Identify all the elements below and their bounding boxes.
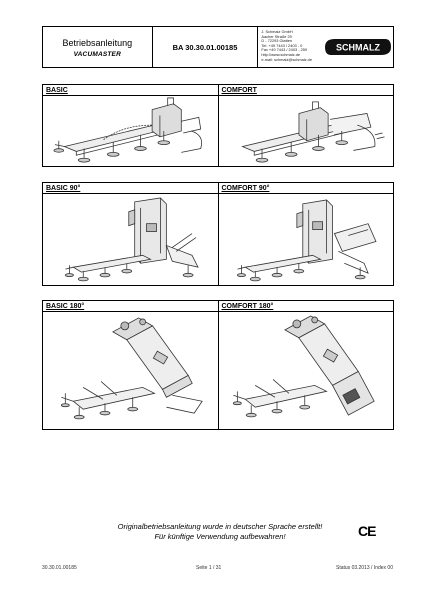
footer-doc-number: 30.30.01.00185 [42, 565, 77, 571]
vacumaster-comfort-90-drawing-icon [236, 199, 377, 282]
variant-row-90: BASIC 90° [42, 182, 394, 286]
company-logo: SCHMALZ [323, 27, 393, 67]
variant-label: COMFORT 180° [218, 301, 393, 312]
language-notice: Originalbetriebsanleitung wurde in deuts… [110, 522, 330, 542]
header-title: Betriebsanleitung [62, 38, 133, 48]
address-line: Tel. +49 7443 / 2403 - 0 [261, 42, 303, 48]
vacumaster-basic-90-drawing-icon [65, 197, 199, 282]
vacumaster-basic-180-drawing-icon [60, 317, 203, 420]
device-illustration [219, 194, 394, 285]
header-title-box: Betriebsanleitung VACUMASTER [43, 27, 153, 67]
footer-status: Status 03.2013 / Index 00 [336, 565, 393, 571]
address-line: http://www.schmalz.de [261, 51, 301, 57]
variant-comfort-180: COMFORT 180° [217, 301, 394, 429]
variant-row-180: BASIC 180° [42, 300, 394, 430]
document-number: BA 30.30.01.00185 [153, 27, 259, 67]
address-line: Fax +49 7443 / 2403 - 259 [261, 47, 308, 53]
address-line: J. Schmalz GmbH [261, 29, 293, 34]
device-illustration [219, 312, 394, 429]
variant-basic-180: BASIC 180° [43, 301, 218, 429]
variant-label: BASIC 180° [43, 301, 218, 312]
logo-text: SCHMALZ [336, 43, 380, 53]
notice-line: Originalbetriebsanleitung wurde in deuts… [117, 522, 323, 531]
vacumaster-basic-drawing-icon [53, 97, 202, 163]
variant-comfort-90: COMFORT 90° [217, 183, 394, 285]
schmalz-logo-icon: SCHMALZ [325, 39, 391, 55]
notice-line: Für künftige Verwendung aufbewahren! [154, 532, 286, 541]
variant-label: COMFORT 90° [218, 183, 393, 194]
device-illustration [43, 312, 218, 429]
variant-basic: BASIC [43, 85, 218, 166]
address-line: e-mail: schmalz@schmalz.de [261, 56, 312, 62]
vacumaster-comfort-180-drawing-icon [232, 315, 375, 418]
device-illustration [43, 96, 218, 166]
variant-label: COMFORT [218, 85, 393, 96]
address-line: D - 72293 Glatten [261, 38, 293, 44]
document-header: Betriebsanleitung VACUMASTER BA 30.30.01… [42, 26, 394, 68]
variant-basic-90: BASIC 90° [43, 183, 218, 285]
company-address: J. Schmalz GmbH Aacher Straße 29 D - 722… [258, 27, 323, 67]
vacumaster-comfort-drawing-icon [240, 101, 385, 163]
device-illustration [43, 194, 218, 285]
device-illustration [219, 96, 394, 166]
header-subtitle: VACUMASTER [73, 51, 121, 58]
ce-mark-icon: CE [358, 523, 376, 539]
address-line: Aacher Straße 29 [261, 33, 292, 39]
variant-label: BASIC 90° [43, 183, 218, 194]
footer-page-number: Seite 1 / 31 [196, 565, 222, 571]
variant-comfort: COMFORT [217, 85, 394, 166]
variant-row-standard: BASIC [42, 84, 394, 167]
variant-label: BASIC [43, 85, 218, 96]
